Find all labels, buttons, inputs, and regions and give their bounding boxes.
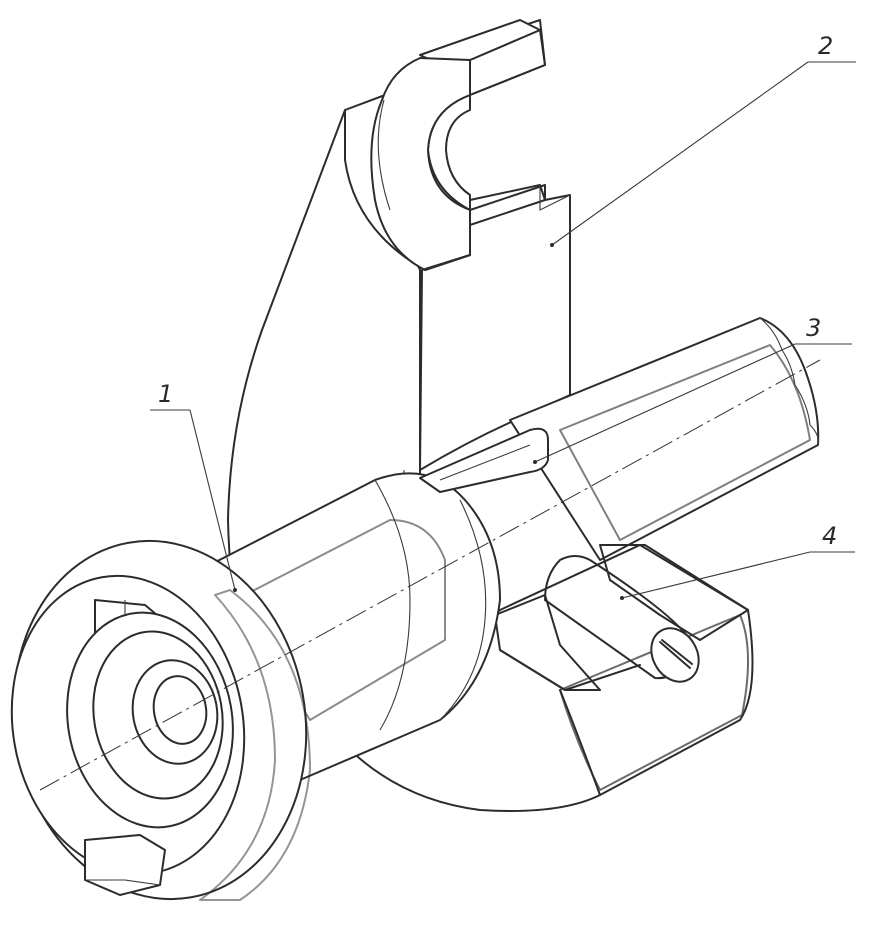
bushing-part-1	[10, 427, 549, 901]
leader-lines	[150, 61, 856, 600]
callout-label-2: 2	[818, 32, 833, 60]
shaft	[509, 317, 820, 561]
callout-label-4: 4	[822, 522, 837, 550]
callout-label-1: 1	[158, 380, 173, 408]
callout-label-3: 3	[806, 314, 821, 342]
clamp-boss	[344, 544, 754, 812]
set-screw-part-4	[544, 555, 700, 683]
axis-centerline	[39, 359, 821, 791]
